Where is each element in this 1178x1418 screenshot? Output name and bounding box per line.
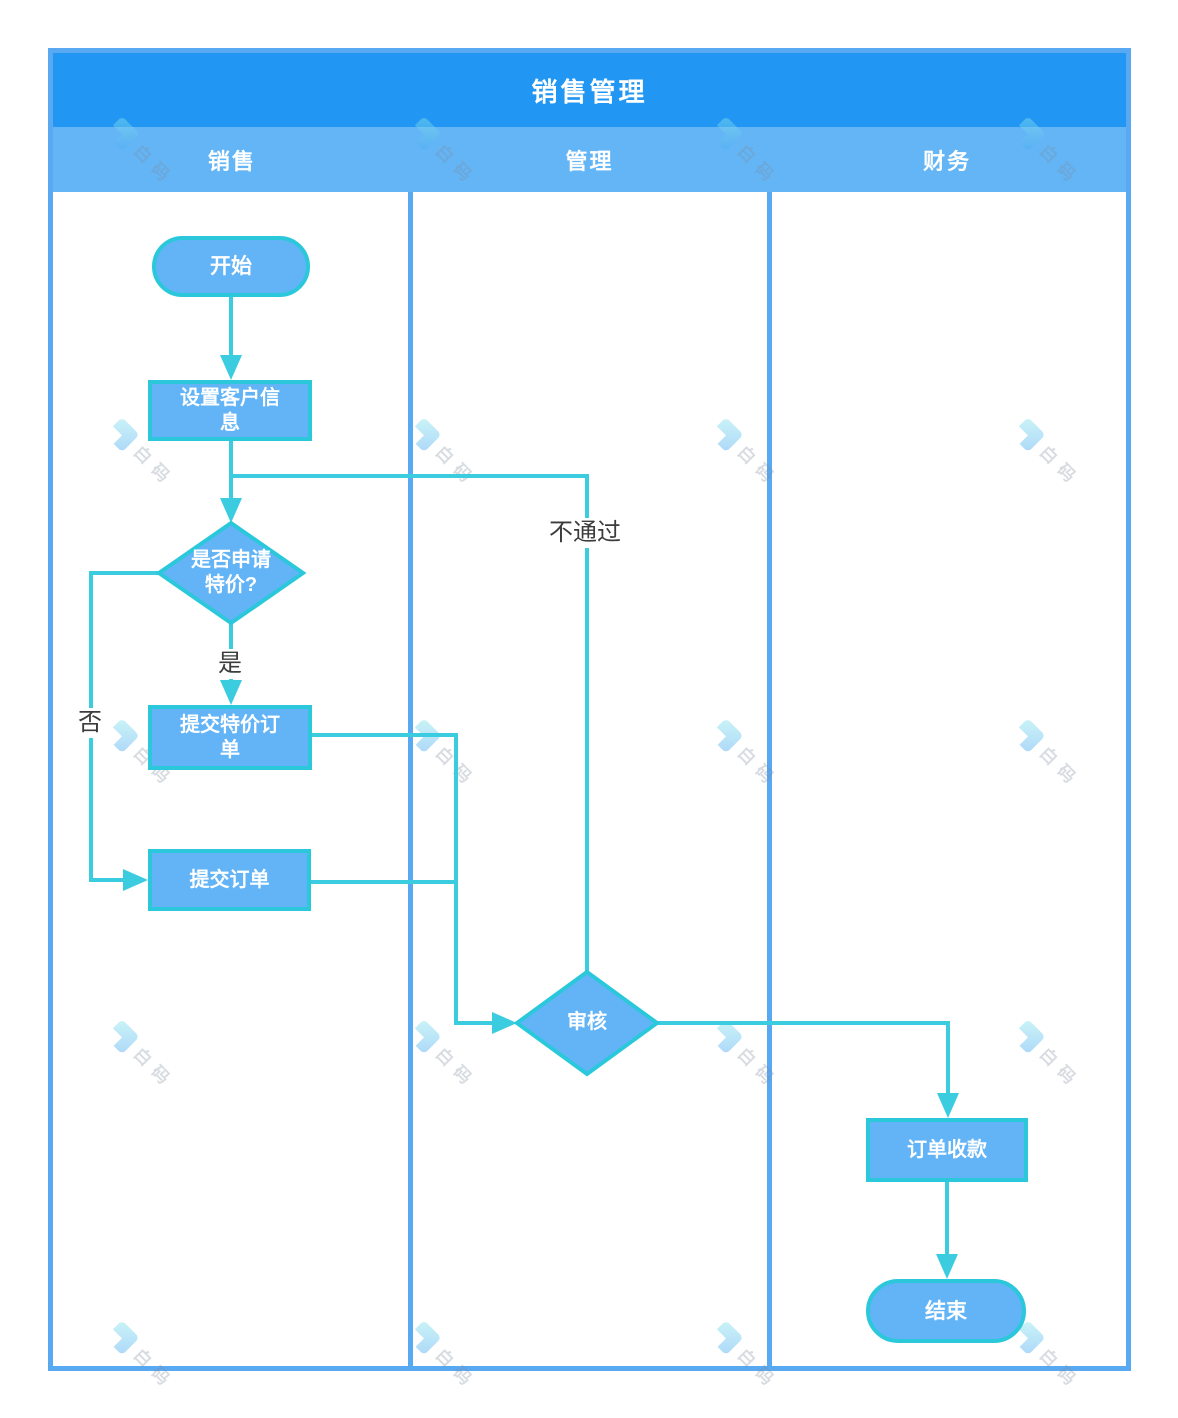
node-order-payment[interactable]: 订单收款: [866, 1118, 1028, 1182]
node-set-customer-info[interactable]: 设置客户信息: [148, 380, 312, 441]
lane-divider-2: [767, 192, 772, 1366]
lane-header-management: 管理: [565, 148, 614, 174]
lane-divider-1: [408, 192, 413, 1366]
node-review-label[interactable]: 审核: [567, 1011, 607, 1033]
node-submit-order[interactable]: 提交订单: [148, 849, 311, 911]
node-is-special-price-label[interactable]: 是否申请特价?: [191, 549, 271, 596]
page-title: 销售管理: [531, 76, 648, 107]
node-end[interactable]: 结束: [866, 1279, 1026, 1343]
edge-label-yes: 是: [215, 649, 245, 679]
lane-header-sales: 销售: [207, 148, 256, 174]
diagram-title-bar: 销售管理: [53, 53, 1126, 127]
node-submit-special-order[interactable]: 提交特价订单: [148, 705, 312, 770]
lane-header-bar: 销售 管理 财务: [53, 127, 1126, 192]
node-start[interactable]: 开始: [152, 236, 310, 297]
lane-header-finance: 财务: [923, 148, 972, 174]
edge-label-not-pass: 不通过: [546, 518, 624, 548]
edge-label-no: 否: [75, 708, 105, 738]
